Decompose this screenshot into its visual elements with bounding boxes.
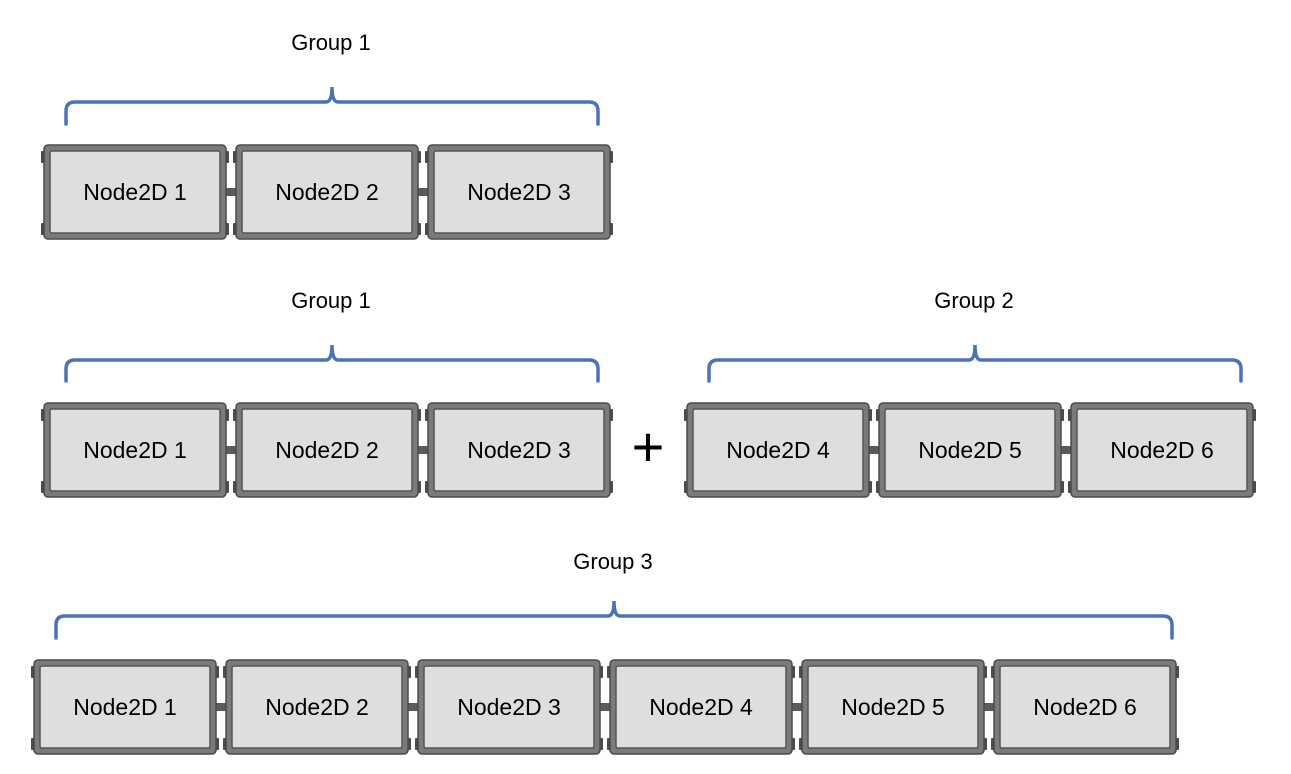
node2d-block: Node2D 1 (31, 659, 219, 755)
group-brace (54, 600, 1174, 640)
node-chain: Node2D 4 Node2D 5 Node2D 6 (684, 402, 1256, 498)
node-label: Node2D 5 (918, 437, 1022, 463)
node-connector (414, 446, 432, 454)
plus-operator: + (632, 415, 665, 478)
node2d-block: Node2D 2 (233, 144, 421, 240)
node-panel (615, 665, 787, 749)
node-connector (404, 703, 422, 711)
node-label: Node2D 2 (275, 179, 379, 205)
node-label: Node2D 6 (1033, 694, 1137, 720)
node2d-block: Node2D 5 (799, 659, 987, 755)
node-label: Node2D 1 (83, 437, 187, 463)
node-panel (241, 408, 413, 492)
row-2: Group 1 Node2D 1 Node2D 2 Node2D 3 + Group… (41, 288, 1256, 498)
node-connector (212, 703, 230, 711)
node2d-block: Node2D 6 (1068, 402, 1256, 498)
node2d-block: Node2D 1 (41, 144, 229, 240)
node-chain: Node2D 1 Node2D 2 Node2D 3 (41, 144, 613, 240)
node-label: Node2D 4 (649, 694, 753, 720)
node2d-block: Node2D 2 (223, 659, 411, 755)
node2d-block: Node2D 6 (991, 659, 1179, 755)
node2d-block: Node2D 2 (233, 402, 421, 498)
node-panel (49, 150, 221, 234)
node-panel (999, 665, 1171, 749)
node2d-block: Node2D 3 (415, 659, 603, 755)
group-label: Group 3 (573, 549, 653, 574)
node-panel (433, 408, 605, 492)
node-connector (980, 703, 998, 711)
node-panel (692, 408, 864, 492)
node-label: Node2D 5 (841, 694, 945, 720)
node-connector (1057, 446, 1075, 454)
node-label: Node2D 3 (457, 694, 561, 720)
group-label: Group 1 (291, 30, 371, 55)
group-brace (64, 344, 600, 383)
node-label: Node2D 3 (467, 179, 571, 205)
node-panel (39, 665, 211, 749)
group-brace (707, 344, 1243, 383)
node2d-block: Node2D 3 (425, 402, 613, 498)
row-1: Group 1 Node2D 1 Node2D 2 Node2D 3 (41, 30, 613, 240)
node-label: Node2D 2 (275, 437, 379, 463)
node-panel (241, 150, 413, 234)
node-panel (231, 665, 403, 749)
node-chain: Node2D 1 Node2D 2 Node2D 3 Node2D 4 Node2D 5… (31, 659, 1179, 755)
node-panel (807, 665, 979, 749)
row-3: Group 3 Node2D 1 Node2D 2 Node2D 3 Node2D 4… (31, 549, 1179, 755)
node-label: Node2D 4 (726, 437, 830, 463)
node-connector (222, 188, 240, 196)
node-panel (1076, 408, 1248, 492)
node-label: Node2D 6 (1110, 437, 1214, 463)
node2d-block: Node2D 5 (876, 402, 1064, 498)
node2d-block: Node2D 1 (41, 402, 229, 498)
node-panel (423, 665, 595, 749)
node2d-block: Node2D 4 (607, 659, 795, 755)
node-label: Node2D 2 (265, 694, 369, 720)
node-panel (433, 150, 605, 234)
node-connector (865, 446, 883, 454)
node-label: Node2D 3 (467, 437, 571, 463)
group-label: Group 2 (934, 288, 1014, 313)
group-label: Group 1 (291, 288, 371, 313)
node-connector (222, 446, 240, 454)
node-chain: Node2D 1 Node2D 2 Node2D 3 (41, 402, 613, 498)
node-label: Node2D 1 (83, 179, 187, 205)
node-connector (788, 703, 806, 711)
node-panel (49, 408, 221, 492)
node2d-block: Node2D 3 (425, 144, 613, 240)
node2d-block: Node2D 4 (684, 402, 872, 498)
node-panel (884, 408, 1056, 492)
group-brace (64, 86, 600, 126)
node-connector (414, 188, 432, 196)
node-label: Node2D 1 (73, 694, 177, 720)
node-connector (596, 703, 614, 711)
